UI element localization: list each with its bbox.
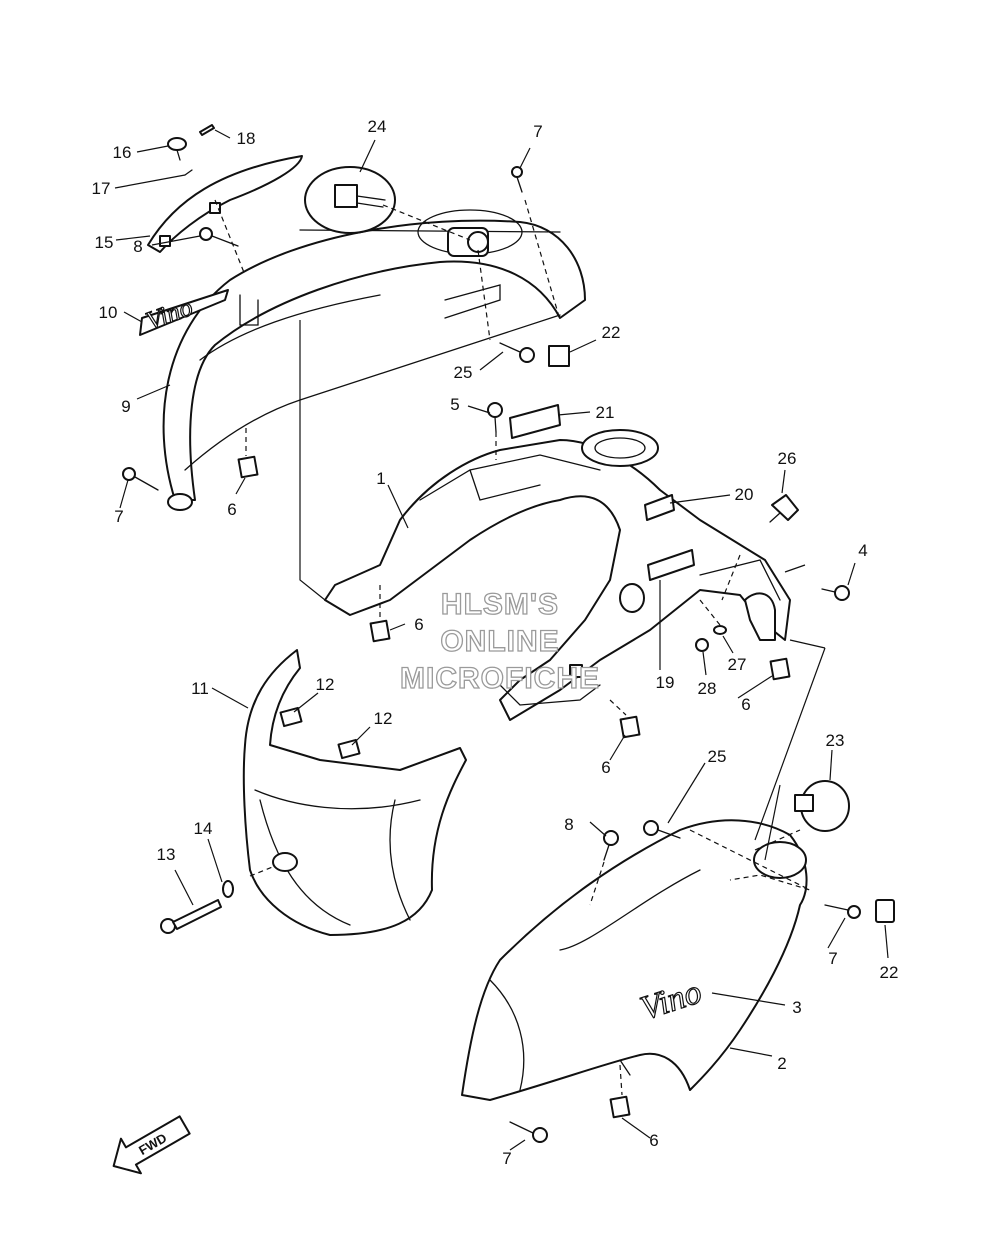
callout-10: 10 — [99, 303, 118, 322]
callout-19: 19 — [656, 673, 675, 692]
panel-15 — [147, 155, 303, 253]
callout-leaders — [114, 129, 889, 1151]
callout-25: 25 — [708, 747, 727, 766]
fasteners — [122, 124, 895, 1143]
assembly-guide-lines — [214, 199, 826, 1096]
callout-18: 18 — [237, 129, 256, 148]
watermark-line-2: ONLINE — [440, 625, 559, 658]
callout-7: 7 — [828, 949, 837, 968]
callout-8: 8 — [564, 815, 573, 834]
front-upper-cover — [162, 219, 586, 511]
callout-27: 27 — [728, 655, 747, 674]
cap-23 — [794, 780, 850, 832]
callout-20: 20 — [735, 485, 754, 504]
callout-6: 6 — [601, 758, 610, 777]
callout-23: 23 — [826, 731, 845, 750]
side-cover — [461, 819, 808, 1101]
callout-21: 21 — [596, 403, 615, 422]
callout-24: 24 — [368, 117, 387, 136]
label-20 — [644, 494, 675, 521]
callout-6: 6 — [227, 500, 236, 519]
callout-6: 6 — [649, 1131, 658, 1150]
callout-1: 1 — [376, 469, 385, 488]
callout-4: 4 — [858, 541, 867, 560]
watermark-line-1: HLSM'S — [441, 588, 559, 621]
callout-22: 22 — [602, 323, 621, 342]
leg-shield — [242, 649, 467, 936]
callout-6: 6 — [414, 615, 423, 634]
callout-15: 15 — [95, 233, 114, 252]
callout-7: 7 — [502, 1149, 511, 1168]
callout-17: 17 — [92, 179, 111, 198]
callout-8: 8 — [133, 237, 142, 256]
callout-3: 3 — [792, 998, 801, 1017]
watermark: HLSM'S ONLINE MICROFICHE — [399, 587, 600, 695]
callout-7: 7 — [533, 122, 542, 141]
emblem-10: Vino — [139, 289, 229, 336]
svg-text:Vino: Vino — [142, 292, 196, 335]
callout-numbers: 1 2 3 4 5 6 6 6 6 6 7 7 7 7 8 8 9 10 11 … — [92, 117, 899, 1168]
forward-direction-arrow: FWD — [112, 1115, 191, 1175]
bracket-24-mount — [417, 209, 523, 257]
callout-12: 12 — [374, 709, 393, 728]
callout-7: 7 — [114, 507, 123, 526]
callout-22: 22 — [880, 963, 899, 982]
callout-25: 25 — [454, 363, 473, 382]
callout-16: 16 — [113, 143, 132, 162]
callout-13: 13 — [157, 845, 176, 864]
callout-12: 12 — [316, 675, 335, 694]
callout-26: 26 — [778, 449, 797, 468]
callout-14: 14 — [194, 819, 213, 838]
callout-28: 28 — [698, 679, 717, 698]
watermark-line-3: MICROFICHE — [400, 662, 600, 695]
cover-24 — [304, 166, 396, 234]
label-21 — [509, 404, 561, 439]
callout-9: 9 — [121, 397, 130, 416]
callout-11: 11 — [191, 679, 209, 698]
callout-6: 6 — [741, 695, 750, 714]
callout-2: 2 — [777, 1054, 786, 1073]
label-19 — [647, 549, 695, 581]
callout-5: 5 — [450, 395, 459, 414]
